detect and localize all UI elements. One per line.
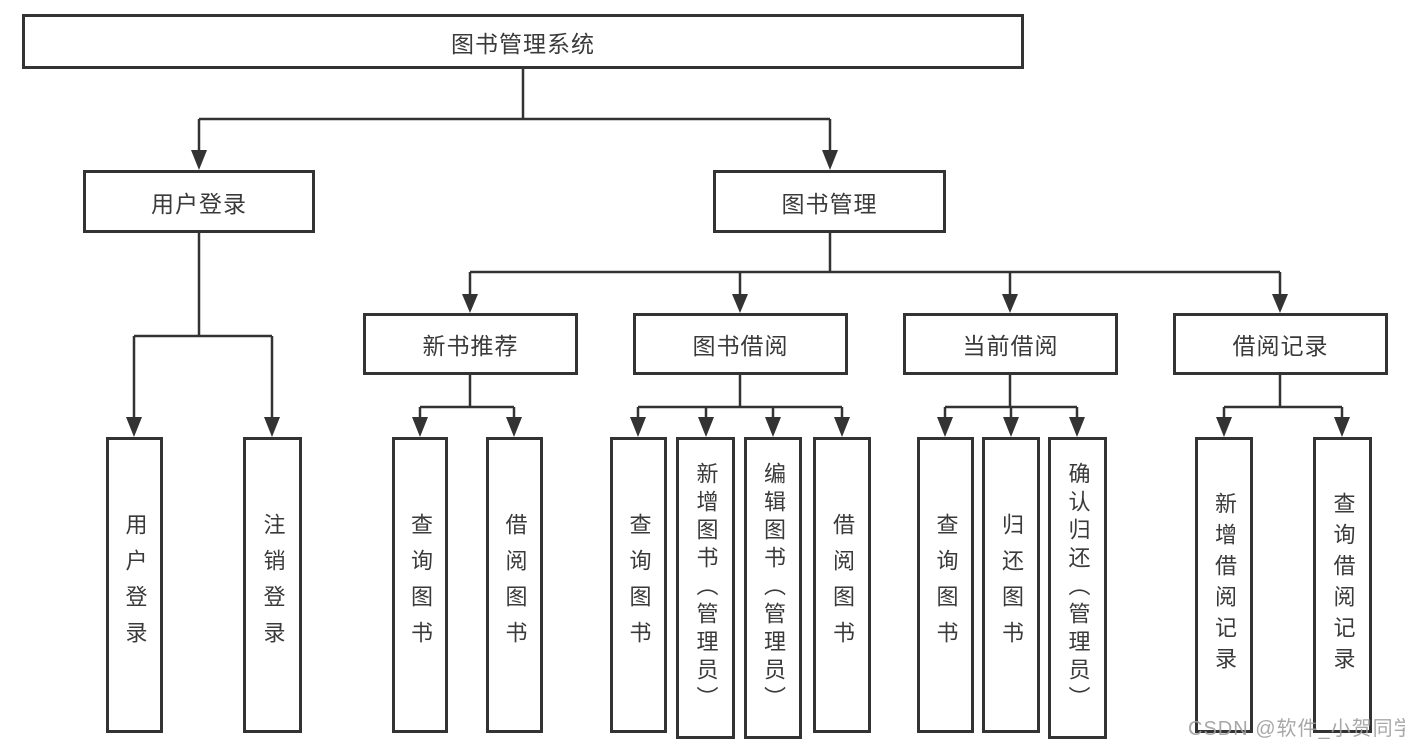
leaf-add-borrow-record: 新增借阅记录 — [1195, 437, 1253, 733]
node-book-management-label: 图书管理 — [781, 190, 878, 217]
leaf-borrowing-borrow-books-label: 借阅图书 — [830, 513, 855, 657]
node-new-book-recommend: 新书推荐 — [363, 313, 578, 375]
leaf-return-books-label: 归还图书 — [999, 513, 1024, 657]
leaf-confirm-return-admin: 确认归还（管理员） — [1048, 437, 1107, 739]
node-book-borrowing-label: 图书借阅 — [692, 333, 789, 359]
node-root: 图书管理系统 — [22, 14, 1024, 69]
leaf-current-query-books: 查询图书 — [917, 437, 974, 733]
leaf-logout: 注销登录 — [243, 437, 302, 733]
leaf-recommend-borrow-books: 借阅图书 — [486, 437, 543, 733]
node-current-borrowing: 当前借阅 — [903, 313, 1118, 375]
node-book-management: 图书管理 — [713, 170, 946, 233]
leaf-add-borrow-record-label: 新增借阅记录 — [1212, 492, 1237, 678]
leaf-user-login-label: 用户登录 — [122, 513, 148, 657]
csdn-watermark: CSDN @软件_小贺同学 — [1188, 718, 1405, 740]
leaf-query-borrow-record-label: 查询借阅记录 — [1330, 492, 1356, 678]
leaf-current-query-books-label: 查询图书 — [933, 513, 959, 657]
leaf-borrowing-query-books-label: 查询图书 — [626, 513, 652, 657]
leaf-confirm-return-admin-label: 确认归还（管理员） — [1065, 462, 1091, 714]
leaf-borrowing-query-books: 查询图书 — [610, 437, 667, 733]
node-user-login-label: 用户登录 — [151, 190, 247, 217]
leaf-logout-label: 注销登录 — [260, 513, 286, 657]
leaf-recommend-borrow-books-label: 借阅图书 — [502, 513, 528, 657]
node-current-borrowing-label: 当前借阅 — [962, 333, 1059, 359]
leaf-user-login: 用户登录 — [106, 437, 163, 733]
leaf-edit-books-admin: 编辑图书（管理员） — [744, 437, 802, 739]
leaf-borrowing-borrow-books: 借阅图书 — [813, 437, 871, 733]
node-user-login: 用户登录 — [83, 170, 315, 233]
node-borrowing-records: 借阅记录 — [1173, 313, 1388, 375]
leaf-add-books-admin: 新增图书（管理员） — [676, 437, 735, 739]
leaf-return-books: 归还图书 — [982, 437, 1040, 733]
leaf-query-borrow-record: 查询借阅记录 — [1313, 437, 1372, 733]
leaf-recommend-query-books: 查询图书 — [392, 437, 448, 733]
leaf-add-books-admin-label: 新增图书（管理员） — [693, 462, 719, 714]
node-root-label: 图书管理系统 — [451, 30, 595, 57]
node-new-book-recommend-label: 新书推荐 — [422, 333, 519, 359]
leaf-recommend-query-books-label: 查询图书 — [408, 513, 433, 657]
node-borrowing-records-label: 借阅记录 — [1232, 333, 1329, 359]
node-book-borrowing: 图书借阅 — [633, 313, 848, 375]
leaf-edit-books-admin-label: 编辑图书（管理员） — [761, 462, 786, 714]
